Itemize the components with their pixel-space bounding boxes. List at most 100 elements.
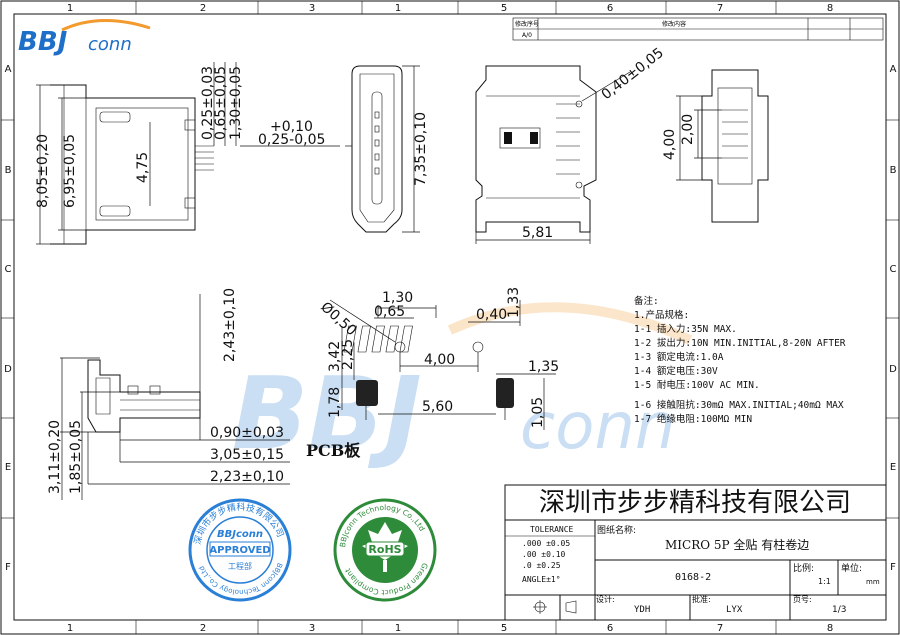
- side-profile-dims: 2,43±0,10 0,90±0,03 3,05±0,15 2,23±0,10 …: [47, 288, 284, 494]
- dim-1-05: 1,05: [530, 397, 546, 428]
- check-value: LYX: [726, 605, 743, 615]
- rear-view: [676, 69, 769, 223]
- row-mark: A: [5, 64, 12, 75]
- rev-head-1: 修改序号: [515, 20, 539, 28]
- company-name: 深圳市步步精科技有限公司: [539, 488, 851, 518]
- dim-2-00: 2,00: [680, 114, 696, 145]
- sheet-label: 页号:: [793, 595, 812, 604]
- pcb-layout-view: [329, 299, 556, 430]
- col-mark: 7: [717, 623, 723, 634]
- bbjconn-logo: BBJ conn: [18, 19, 151, 57]
- col-mark: 2: [200, 3, 206, 14]
- drawing-name-label: 图纸名称:: [597, 524, 636, 536]
- dim-1-30: 1,30±0,05: [228, 66, 244, 140]
- dim-4-75: 4,75: [135, 152, 151, 183]
- note-line: 1-4 额定电压:30V: [634, 365, 718, 377]
- rohs-text: RoHS: [368, 543, 401, 556]
- top-view: [475, 65, 631, 244]
- dim-1-78: 1,78: [327, 387, 343, 418]
- col-mark: 8: [827, 623, 833, 634]
- front-view-dims: 8,05±0,20 6,95±0,05 4,75 0,25±0,03 0,65±…: [35, 66, 325, 208]
- dim-7-35: 7,35±0,10: [413, 112, 429, 186]
- col-mark: 3: [309, 3, 315, 14]
- dim-1-33: 1,33: [506, 287, 522, 318]
- col-mark: 5: [501, 623, 507, 634]
- col-mark: 6: [607, 3, 613, 14]
- col-mark: 1: [67, 3, 73, 14]
- tolerance-block: TOLERANCE .000 ±0.05 .00 ±0.10 .0 ±0.25 …: [522, 525, 574, 584]
- dim-1-35: 1,35: [528, 359, 559, 375]
- dim-1-85: 1,85±0,05: [68, 420, 84, 494]
- tolerance-line: .0 ±0.25: [522, 561, 561, 570]
- approved-stamp: 深圳市步步精科技有限公司 BBJconn Technology Co.,Ltd …: [188, 498, 292, 602]
- dim-0-90: 0,90±0,03: [210, 425, 284, 441]
- approved-sub: 工程部: [228, 561, 252, 571]
- unit-label: 单位:: [841, 562, 862, 574]
- notes-subtitle: 1.产品规格:: [634, 309, 689, 321]
- check-label: 批准:: [692, 594, 711, 604]
- dim-0-25-minus: 0,25-0,05: [258, 132, 325, 148]
- bbjconn-watermark: BBJ conn: [232, 302, 693, 472]
- watermark-swoosh-icon: [447, 302, 693, 345]
- dim-0-25: 0,25±0,03: [200, 66, 216, 140]
- dim-2-25: 2,25: [340, 339, 356, 370]
- revision-table: 修改序号 修改内容 A/0: [512, 17, 884, 41]
- watermark-bb: BBJ: [232, 355, 422, 472]
- rohs-stamp: BBJconn Technology Co.,Ltd Green Product…: [333, 498, 437, 602]
- logo-swoosh-icon: [61, 19, 151, 32]
- row-mark: A: [890, 64, 897, 75]
- part-number: 0168-2: [675, 572, 711, 583]
- row-mark: E: [5, 462, 11, 473]
- dim-4-00: 4,00: [662, 129, 678, 160]
- title-block: [504, 484, 887, 621]
- design-label: 设计:: [596, 594, 615, 604]
- scale-label: 比例:: [793, 562, 814, 574]
- dim-0-65: 0,65±0,05: [213, 66, 229, 140]
- tolerance-angle: ANGLE±1°: [522, 575, 561, 584]
- approved-text: APPROVED: [209, 545, 270, 556]
- row-mark: C: [890, 264, 897, 275]
- col-mark: 8: [827, 3, 833, 14]
- dim-4-00-holes: 4,00: [424, 352, 455, 368]
- row-mark: F: [5, 562, 11, 573]
- watermark-conn: conn: [520, 390, 675, 464]
- dim-8-05: 8,05±0,20: [35, 134, 51, 208]
- col-mark: 2: [200, 623, 206, 634]
- dim-plus-tol: +0,10: [270, 119, 313, 135]
- col-mark: 7: [717, 3, 723, 14]
- col-mark: 3: [309, 623, 315, 634]
- dim-6-95: 6,95±0,05: [62, 134, 78, 208]
- logo-conn: conn: [88, 34, 132, 55]
- side-view: [345, 65, 420, 233]
- col-mark: 1: [395, 623, 401, 634]
- row-mark: D: [4, 364, 12, 375]
- spec-notes: 备注: 1.产品规格: 1-1 插入力:35N MAX. 1-2 拔出力:10N…: [634, 295, 846, 425]
- sheet-value: 1/3: [832, 605, 846, 615]
- note-line: 1-1 插入力:35N MAX.: [634, 323, 737, 335]
- unit-value: mm: [866, 578, 880, 586]
- pcb-label: PCB板: [306, 441, 361, 460]
- approved-logo: BBJconn: [217, 529, 263, 540]
- row-mark: B: [5, 165, 12, 176]
- col-mark: 5: [501, 3, 507, 14]
- dim-0-40: 0,40±0,05: [599, 45, 667, 103]
- col-mark: 1: [67, 623, 73, 634]
- design-value: YDH: [634, 605, 650, 615]
- row-mark: D: [889, 364, 897, 375]
- tolerance-line: .000 ±0.05: [522, 539, 570, 548]
- grid-labels: 1 2 3 1 5 6 7 8 1 2 3 1 5 6 7 8 A B C D …: [4, 3, 897, 634]
- dim-1-30-pitch: 1,30: [382, 290, 413, 306]
- dim-3-11: 3,11±0,20: [47, 420, 63, 494]
- dim-0-65-pitch: 0,65: [374, 304, 405, 320]
- front-view: [36, 62, 340, 245]
- notes-title: 备注:: [634, 295, 659, 307]
- rev-value-1: A/0: [522, 32, 532, 39]
- scale-value: 1:1: [818, 577, 831, 586]
- logo-bb: BBJ: [18, 27, 68, 57]
- note-line: 1-7 绝缘电阻:100MΩ MIN: [634, 413, 752, 425]
- side-profile-view: [60, 294, 290, 500]
- col-mark: 1: [395, 3, 401, 14]
- rev-head-2: 修改内容: [662, 20, 686, 28]
